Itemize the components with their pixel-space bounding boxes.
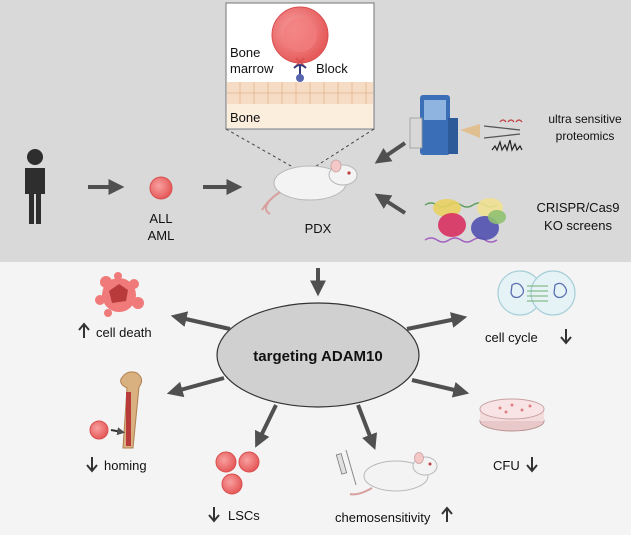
leukemic-cell-icon (149, 176, 173, 200)
crispr-cas9-icon (424, 198, 506, 243)
cfu-down-arrow-icon (526, 457, 538, 473)
outcome-homing: homing (104, 458, 147, 473)
outcome-cell-cycle: cell cycle (485, 330, 538, 345)
chemosensitivity-up-arrow-icon (441, 506, 453, 522)
arrow-to-lscs (255, 404, 278, 448)
arrow-to-chemosensitivity (356, 404, 378, 450)
targeting-ellipse (216, 302, 420, 408)
blocked-receptor-icon (293, 57, 307, 82)
arrow-to-cfu (411, 378, 470, 398)
cell-death-up-arrow-icon (78, 322, 90, 338)
arrow-to-cell-cycle (406, 312, 468, 331)
proteomics-label-1: ultra sensitive (548, 112, 622, 126)
inset-label-bone-marrow-1: Bone (230, 45, 260, 60)
outcome-chemosensitivity: chemosensitivity (335, 510, 431, 525)
proteomics-spectrum-icon (483, 119, 523, 152)
pdx-label: PDX (305, 221, 332, 236)
mass-spectrometer-icon (409, 95, 480, 155)
lscs-down-arrow-icon (208, 507, 220, 523)
patient-icon (25, 149, 45, 224)
crispr-label-1: CRISPR/Cas9 (536, 200, 619, 215)
center-label: targeting ADAM10 (253, 348, 382, 365)
zoom-line-right (309, 128, 375, 171)
arrow-to-homing (166, 376, 225, 398)
inset-label-block: Block (316, 61, 348, 76)
cell-cycle-down-arrow-icon (560, 329, 572, 345)
inset-label-bone: Bone (230, 110, 260, 125)
bone-marrow-inset (225, 2, 375, 130)
outcome-lscs: LSCs (228, 508, 260, 523)
proteomics-label-2: proteomics (556, 129, 615, 143)
homing-down-arrow-icon (86, 457, 98, 473)
leukemic-stem-cells-icon (215, 451, 260, 495)
bone-homing-icon (89, 371, 143, 449)
dividing-cell-icon (497, 270, 576, 316)
pdx-mouse-icon (261, 159, 358, 215)
zoom-line-left (225, 128, 299, 171)
cell-death-icon (95, 272, 144, 317)
petri-dish-icon (479, 398, 545, 432)
crispr-label-2: KO screens (544, 218, 612, 233)
cell-label-all: ALL (149, 211, 172, 226)
inset-label-bone-marrow-2: marrow (230, 61, 274, 76)
outcome-cfu: CFU (493, 458, 520, 473)
outcome-cell-death: cell death (96, 325, 152, 340)
arrow-to-cell-death (170, 311, 231, 331)
arrow-crispr-to-pdx (374, 193, 407, 215)
cell-label-aml: AML (148, 228, 175, 243)
syringe-icon (335, 449, 357, 486)
arrow-proteomics-to-pdx (374, 141, 407, 164)
treated-mouse-icon (349, 452, 438, 496)
